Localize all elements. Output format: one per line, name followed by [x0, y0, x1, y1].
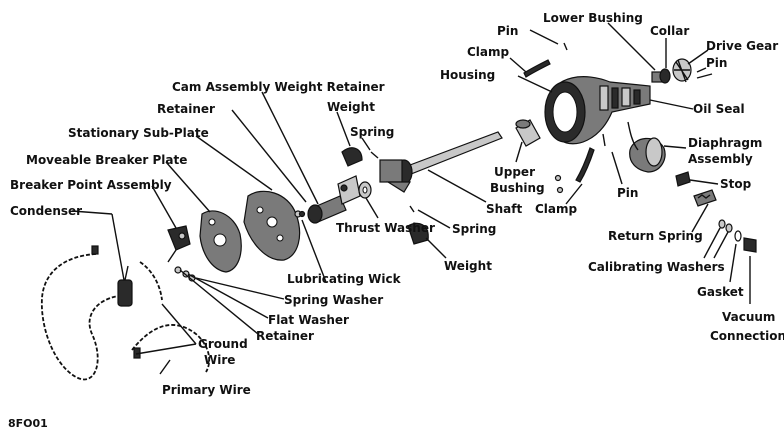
thrust-washer-part	[358, 181, 372, 199]
label-vacuum-line2: Connection	[710, 329, 784, 343]
label-spring-top: Spring	[350, 125, 394, 139]
label-retainer-top: Retainer	[157, 102, 215, 116]
label-retainer-bottom: Retainer	[256, 329, 314, 343]
label-diaphragm: Diaphragm	[688, 136, 762, 150]
gasket-part	[734, 230, 742, 242]
label-spring-bottom: Spring	[452, 222, 496, 236]
label-ground-line1: Ground	[198, 337, 248, 351]
label-lower-bushing: Lower Bushing	[543, 11, 643, 25]
housing-part	[544, 76, 651, 145]
pin-top-part	[563, 42, 568, 51]
label-pin-gear: Pin	[706, 56, 727, 70]
stop-part	[675, 171, 691, 187]
label-thrust-washer: Thrust Washer	[336, 221, 435, 235]
label-shaft: Shaft	[486, 202, 523, 216]
label-pin-top: Pin	[497, 24, 518, 38]
return-spring-part	[693, 189, 717, 207]
label-primary-wire: Primary Wire	[162, 383, 251, 397]
parts-layer	[41, 42, 757, 381]
upper-bushing-part	[515, 119, 541, 147]
weight-top-part	[341, 147, 363, 167]
spring-bottom-part	[409, 205, 415, 213]
label-lubricating-wick: Lubricating Wick	[287, 272, 402, 286]
clamp-mid-part	[554, 147, 595, 194]
label-calibrating-washers: Calibrating Washers	[588, 260, 725, 274]
label-return-spring: Return Spring	[608, 229, 703, 243]
label-condenser: Condenser	[10, 204, 82, 218]
moveable-breaker-plate-part	[199, 210, 242, 273]
gear-pin-part	[696, 73, 713, 79]
vacuum-connection-part	[743, 237, 757, 253]
pin-mid-part	[602, 133, 606, 147]
label-moveable-breaker-plate: Moveable Breaker Plate	[26, 153, 187, 167]
spring-top-part	[370, 151, 379, 159]
label-drive-gear: Drive Gear	[706, 39, 778, 53]
wires-part	[41, 245, 211, 381]
breaker-point-assembly-part	[167, 225, 191, 263]
shaft-part	[379, 131, 503, 193]
figure-code: 8FO01	[8, 417, 48, 430]
label-weight-top: Weight	[327, 100, 375, 114]
label-ground-line2: Wire	[204, 353, 235, 367]
calibrating-washers-part	[718, 219, 733, 233]
label-assembly: Assembly	[688, 152, 753, 166]
label-flat-washer: Flat Washer	[268, 313, 349, 327]
label-spring-washer: Spring Washer	[284, 293, 383, 307]
label-stop: Stop	[720, 177, 752, 191]
clamp-top-part	[523, 59, 551, 78]
label-clamp-top: Clamp	[467, 45, 510, 59]
label-vacuum-line1: Vacuum	[722, 310, 775, 324]
leader-lines	[71, 22, 751, 375]
labels: Pin Lower Bushing Collar Drive Gear Pin …	[8, 11, 784, 430]
label-oil-seal: Oil Seal	[693, 102, 745, 116]
label-clamp-mid: Clamp	[535, 202, 578, 216]
drive-gear-part	[672, 58, 692, 83]
diaphragm-assembly-part	[627, 121, 666, 173]
label-stationary-sub-plate: Stationary Sub-Plate	[68, 126, 209, 140]
label-upper-bushing-line2: Bushing	[490, 181, 545, 195]
label-collar: Collar	[650, 24, 689, 38]
label-gasket: Gasket	[697, 285, 744, 299]
label-breaker-point-assembly: Breaker Point Assembly	[10, 178, 172, 192]
label-pin-mid: Pin	[617, 186, 638, 200]
label-housing: Housing	[440, 68, 495, 82]
stationary-sub-plate-part	[243, 190, 302, 261]
condenser-part	[117, 265, 133, 307]
cam-assembly-part	[307, 175, 361, 224]
label-weight-bottom: Weight	[444, 259, 492, 273]
collar-part	[659, 68, 671, 84]
label-upper-bushing-line1: Upper	[494, 165, 535, 179]
label-cam-assembly-weight-retainer: Cam Assembly Weight Retainer	[172, 80, 385, 94]
